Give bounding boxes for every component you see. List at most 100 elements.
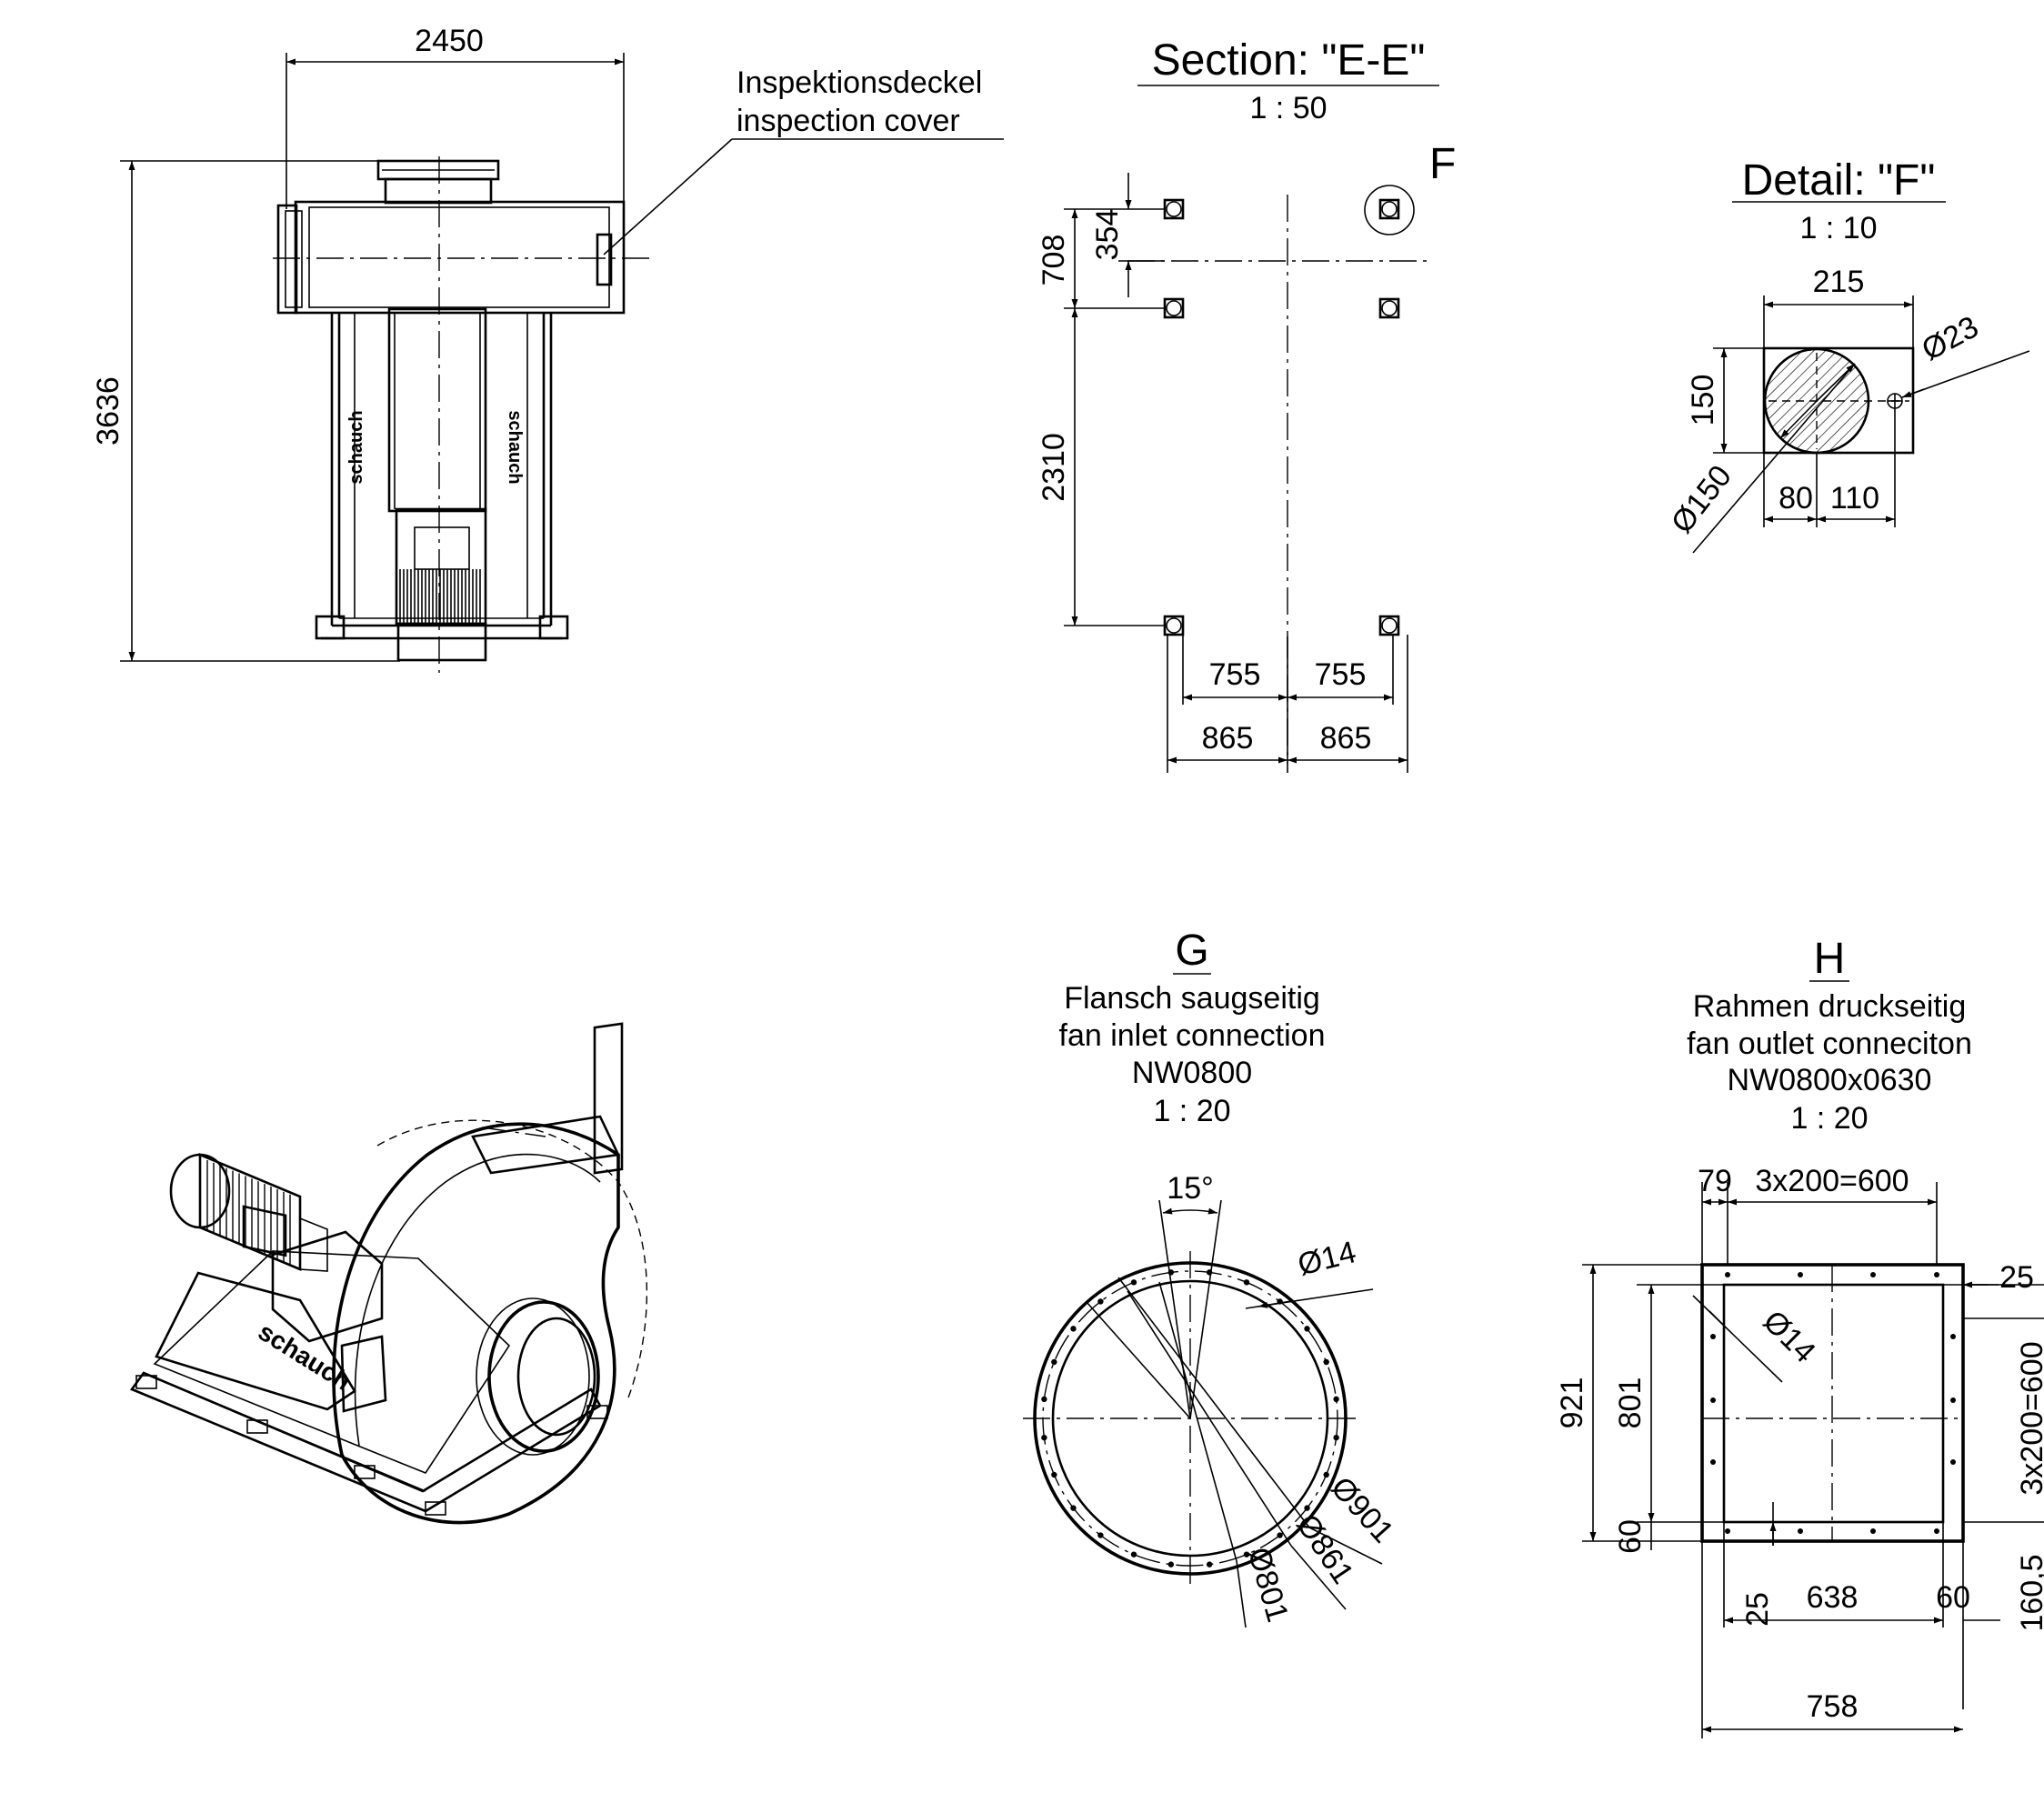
flange-scale: 1 : 20 — [1153, 1094, 1230, 1128]
bolt-hole — [1041, 1396, 1047, 1403]
brand-label-left: schauch — [346, 410, 366, 484]
bolt-hole — [1167, 1561, 1175, 1568]
dim-dia150: Ø150 — [1665, 459, 1738, 540]
dim-angle-15: 15° — [1167, 1171, 1213, 1206]
inspection-cover — [596, 233, 613, 286]
shaft-housing — [387, 307, 487, 513]
dim-25-bottom: 25 — [1740, 1592, 1775, 1627]
iso-inlet — [487, 1300, 600, 1453]
flange-size: NW0800 — [1132, 1056, 1252, 1090]
iso-volute — [332, 1122, 620, 1525]
dim-2310: 2310 — [1037, 433, 1071, 502]
frame-scale: 1 : 20 — [1790, 1101, 1868, 1136]
frame-hole — [1710, 1459, 1716, 1465]
iso-outlet-flange — [593, 1022, 624, 1175]
dim-dia23: Ø23 — [1917, 309, 1985, 367]
dim-755-left: 755 — [1209, 657, 1261, 692]
dim-dia14: Ø14 — [1295, 1235, 1360, 1282]
fan-casing — [294, 200, 626, 315]
dim-755-right: 755 — [1315, 657, 1367, 692]
section-title: Section: "E-E" — [1152, 36, 1426, 85]
flange-letter: G — [1175, 927, 1208, 975]
bolt-hole — [1130, 1279, 1137, 1286]
frame-hole — [1934, 1528, 1939, 1534]
bolt-hole — [1206, 1561, 1213, 1568]
dim-758: 758 — [1807, 1689, 1859, 1724]
dim-865-right: 865 — [1320, 721, 1372, 756]
dim-dia801: Ø801 — [1241, 1544, 1295, 1626]
dim-150: 150 — [1686, 375, 1720, 426]
frame-hole — [1725, 1272, 1730, 1277]
flange-bolt-holes — [1041, 1269, 1339, 1568]
detail-f: Detail: "F" 1 : 10 215 150 80 110 Ø23 — [1665, 156, 2030, 554]
dim-865-left: 865 — [1202, 721, 1254, 756]
anchor-pad — [1163, 297, 1185, 319]
dim-60-bottom: 60 — [1936, 1580, 1970, 1615]
frame-hole — [1950, 1397, 1956, 1403]
front-view: 2450 3636 — [91, 24, 1004, 673]
flange-g: G Flansch saugseitig fan inlet connectio… — [1023, 927, 1400, 1628]
bolt-hole — [1041, 1434, 1047, 1441]
bolt-hole — [1097, 1532, 1104, 1538]
detail-marker-f: F — [1429, 140, 1456, 188]
dim-pitch-side: 3x200=600 — [2015, 1341, 2044, 1495]
bolt-hole — [1243, 1279, 1250, 1286]
dim-921: 921 — [1555, 1377, 1589, 1429]
dim-2450: 2450 — [415, 24, 484, 58]
section-scale: 1 : 50 — [1249, 91, 1327, 125]
flange-inner — [1051, 1279, 1329, 1558]
motor-fins — [399, 569, 481, 624]
bolt-hole — [1130, 1551, 1137, 1558]
frame-size: NW0800x0630 — [1728, 1063, 1932, 1097]
inlet-connection — [276, 204, 298, 315]
brand-label-right: schauch — [505, 410, 525, 484]
frame-hole — [1950, 1459, 1956, 1465]
bolt-hole — [1070, 1505, 1077, 1511]
dim-25-top: 25 — [1999, 1260, 2034, 1295]
bolt-hole — [1333, 1396, 1339, 1403]
frame-hole — [1798, 1272, 1803, 1277]
dim-60-left: 60 — [1613, 1519, 1648, 1554]
frame-inner — [1722, 1283, 1945, 1524]
detail-title: Detail: "F" — [1742, 156, 1936, 205]
isometric-view: schauch — [129, 1022, 648, 1525]
bolt-hole — [1323, 1471, 1329, 1478]
note-inspektionsdeckel: Inspektionsdeckel — [736, 65, 982, 100]
detail-scale: 1 : 10 — [1799, 211, 1877, 245]
dim-160-5: 160,5 — [2015, 1554, 2044, 1631]
frame-bolt-holes — [1710, 1272, 1956, 1534]
frame-hole — [1950, 1334, 1956, 1339]
bolt-hole — [1070, 1326, 1077, 1332]
iso-brand-label: schauch — [254, 1317, 356, 1396]
dim-80: 80 — [1778, 481, 1813, 516]
frame-hole — [1710, 1334, 1716, 1339]
note-inspection-cover: inspection cover — [736, 104, 960, 138]
bolt-hole — [1277, 1532, 1283, 1538]
frame-hole — [1710, 1397, 1716, 1403]
dim-79: 79 — [1698, 1164, 1732, 1198]
frame-label-en: fan outlet conneciton — [1687, 1027, 1972, 1061]
dim-110: 110 — [1830, 481, 1879, 516]
frame-hole — [1798, 1528, 1803, 1534]
dim-pitch-top: 3x200=600 — [1755, 1164, 1909, 1198]
frame-hole — [1870, 1528, 1876, 1534]
anchor-pad — [1378, 297, 1400, 319]
anchor-pad — [1163, 198, 1185, 220]
frame-h: H Rahmen druckseitig fan outlet connecit… — [1555, 935, 2044, 1738]
anchor-pad — [1378, 615, 1400, 636]
bolt-hole — [1243, 1551, 1250, 1558]
flange-label-de: Flansch saugseitig — [1064, 981, 1320, 1016]
dim-3636: 3636 — [91, 376, 125, 446]
frame-hole — [1870, 1272, 1876, 1277]
anchor-pad — [1378, 198, 1400, 220]
dim-215: 215 — [1813, 265, 1865, 299]
dim-801: 801 — [1613, 1377, 1648, 1429]
section-e-e: Section: "E-E" 1 : 50 F 354 708 2310 — [1037, 36, 1456, 773]
bolt-hole — [1051, 1358, 1057, 1366]
dim-638: 638 — [1807, 1580, 1859, 1615]
bolt-hole — [1333, 1434, 1339, 1441]
frame-hole — [1934, 1272, 1939, 1277]
bolt-hole — [1304, 1505, 1310, 1511]
iso-motor-fins — [206, 1160, 291, 1266]
